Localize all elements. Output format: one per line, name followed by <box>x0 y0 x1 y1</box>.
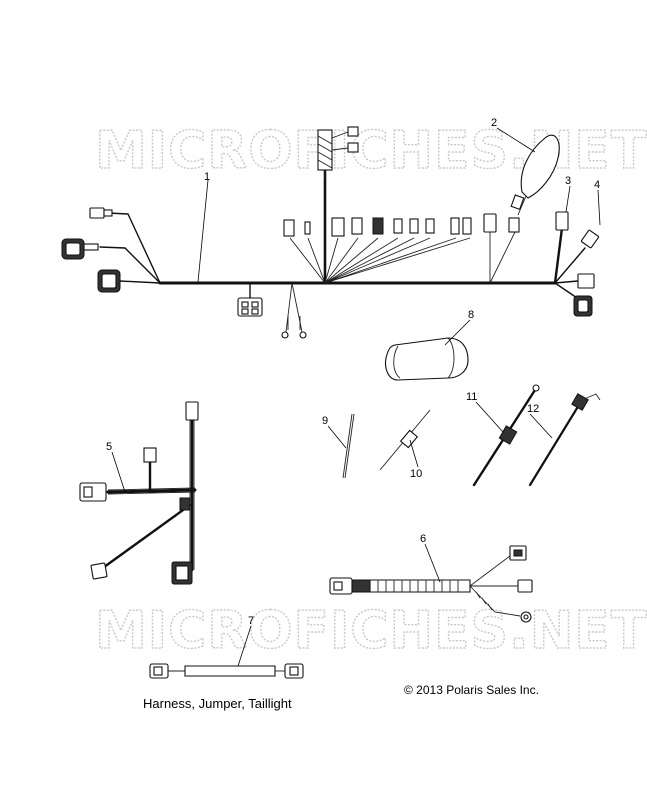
part-description: Harness, Jumper, Taillight <box>143 696 292 711</box>
leader-lines <box>111 127 601 667</box>
part-8-cover <box>384 337 469 381</box>
part-9-cable-tie <box>342 413 355 479</box>
connector-right-mid <box>483 213 497 233</box>
callout-9: 9 <box>322 415 328 427</box>
callout-12: 12 <box>527 403 539 415</box>
part-5-sub-harness <box>79 401 199 585</box>
callout-3: 3 <box>565 175 571 187</box>
callout-7: 7 <box>248 615 254 627</box>
part-11-clip-tie <box>472 384 540 487</box>
callout-4: 4 <box>594 179 600 191</box>
main-harness <box>61 126 600 339</box>
callout-11: 11 <box>466 391 477 403</box>
part-2-module <box>510 134 560 216</box>
connector-left-top <box>89 207 105 219</box>
callout-8: 8 <box>468 309 474 321</box>
copyright-notice: © 2013 Polaris Sales Inc. <box>404 683 539 697</box>
callout-5: 5 <box>106 441 112 453</box>
part-6-taillight-harness <box>329 545 533 623</box>
callout-6: 6 <box>420 533 426 545</box>
callout-10: 10 <box>410 468 422 480</box>
callout-1: 1 <box>204 171 210 183</box>
part-12-mount-tie <box>528 393 601 487</box>
watermark-bottom: MICROFICHES.NET <box>95 601 647 661</box>
callout-2: 2 <box>491 117 497 129</box>
watermark-top: MICROFICHES.NET <box>95 121 647 181</box>
part-10-push-tie <box>379 409 431 471</box>
part-7-jumper <box>149 663 304 679</box>
